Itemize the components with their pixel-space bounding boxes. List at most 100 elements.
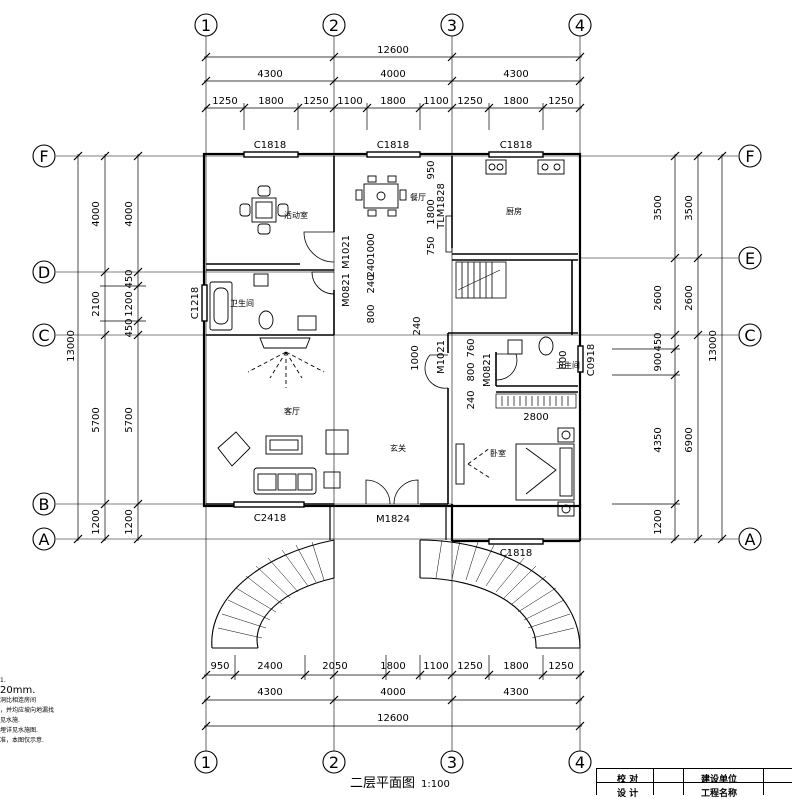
room-label-dining: 餐厅 — [410, 193, 426, 202]
title-block-checker: 校 对 — [617, 775, 639, 785]
dim-left-inner-4: 450 — [124, 318, 135, 337]
dim-int-1800: 1800 — [426, 199, 437, 224]
dim-top-bay-1: 4300 — [257, 69, 282, 80]
dim-top-win-5: 1800 — [380, 96, 405, 107]
note-line-1: 1. — [0, 677, 6, 684]
dim-top-bay-3: 4300 — [503, 69, 528, 80]
dim-int-800b: 800 — [466, 362, 477, 381]
axis-label-A-right: A — [745, 530, 756, 549]
dim-int-240a: 240 — [366, 258, 377, 277]
dim-int-240c: 240 — [412, 316, 423, 335]
door-label-m1021-2: M1021 — [436, 340, 447, 374]
note-line-6: 埋详见水施图. — [0, 727, 38, 734]
note-line-5: 见水施. — [0, 717, 20, 724]
window-label-c1818-3: C1818 — [500, 140, 532, 151]
axis-bubble-4-bottom — [568, 750, 592, 774]
room-label-bedroom: 卧室 — [490, 448, 506, 458]
drawing-title-name: 二层平面图 — [350, 776, 416, 791]
axis-bubble-C-right — [738, 323, 762, 347]
dim-right-inner-5: 4350 — [653, 427, 664, 452]
drawing-title-scale: 1:100 — [421, 779, 450, 790]
axis-label-A-left: A — [39, 530, 50, 549]
axis-label-E-right: E — [745, 249, 755, 268]
dim-left-inner-5: 5700 — [124, 407, 135, 432]
axis-bubble-3-top — [440, 13, 464, 37]
dim-bottom-win-6: 1250 — [457, 661, 482, 672]
axis-bubble-4-top — [568, 13, 592, 37]
dim-right-outer-1: 3500 — [684, 195, 695, 220]
room-label-activity: 活动室 — [284, 210, 308, 220]
door-label-m1021-1: M1021 — [341, 235, 352, 269]
dim-right-inner-4: 900 — [653, 352, 664, 371]
axis-label-C-right: C — [744, 326, 755, 345]
design-notes: 1. 20mm. 洞比相连房间 ，并均应坡向地漏找 见水施. 埋详见水施图. 准… — [0, 676, 150, 746]
dim-bottom-win-2: 2400 — [257, 661, 282, 672]
dim-bottom-bay-3: 4300 — [503, 687, 528, 698]
axis-bubble-C-left — [32, 323, 56, 347]
dim-right-inner-6: 1200 — [653, 509, 664, 534]
room-label-bath-1: 卫生间 — [230, 298, 254, 308]
drawing-title: 二层平面图 1:100 — [350, 772, 450, 791]
door-label-m1824: M1824 — [376, 514, 410, 525]
axis-label-F-left: F — [39, 147, 48, 166]
axis-bubble-A-right — [738, 527, 762, 551]
dim-left-inner-2: 450 — [124, 269, 135, 288]
dim-left-total: 13000 — [66, 330, 77, 362]
dim-int-2800: 2800 — [523, 412, 548, 423]
axis-bubble-3-bottom — [440, 750, 464, 774]
dim-int-1000a: 1000 — [366, 233, 377, 258]
room-label-foyer: 玄关 — [390, 443, 406, 453]
axis-label-4-bottom: 4 — [575, 753, 585, 772]
axis-bubble-E-right — [738, 246, 762, 270]
dim-bottom-total: 12600 — [377, 713, 409, 724]
dim-bottom-bay-1: 4300 — [257, 687, 282, 698]
window-label-c1218: C1218 — [190, 287, 201, 319]
dim-top-win-6: 1100 — [423, 96, 448, 107]
dim-bottom-win-5: 1100 — [423, 661, 448, 672]
title-block: 校 对 设 计 建设单位 工程名称 — [596, 768, 792, 799]
axis-label-4-top: 4 — [575, 16, 585, 35]
dim-left-outer-4: 1200 — [91, 509, 102, 534]
axis-bubble-A-left — [32, 527, 56, 551]
axis-label-3-bottom: 3 — [447, 753, 457, 772]
room-label-living: 客厅 — [284, 406, 300, 416]
dim-right-inner-3: 450 — [653, 332, 664, 351]
note-line-7: 准，本图仅示意. — [0, 737, 44, 744]
axis-label-D-left: D — [38, 263, 50, 282]
axis-bubble-F-left — [32, 144, 56, 168]
dim-left-outer-1: 4000 — [91, 201, 102, 226]
dim-bottom-win-7: 1800 — [503, 661, 528, 672]
axis-bubble-2-bottom — [322, 750, 346, 774]
window-label-c1818-4: C1818 — [500, 548, 532, 559]
dim-right-inner-2: 2600 — [653, 285, 664, 310]
dim-bottom-win-8: 1250 — [548, 661, 573, 672]
dim-top-win-1: 1250 — [212, 96, 237, 107]
dim-top-win-4: 1100 — [337, 96, 362, 107]
dim-int-800c: 800 — [558, 350, 569, 369]
dim-top-bay-2: 4000 — [380, 69, 405, 80]
dim-top-total: 12600 — [377, 45, 409, 56]
title-block-client: 建设单位 — [701, 775, 738, 785]
door-label-tlm1828: TLM1828 — [436, 183, 447, 230]
axis-bubble-1-bottom — [194, 750, 218, 774]
axis-label-2-bottom: 2 — [329, 753, 339, 772]
dim-top-win-9: 1250 — [548, 96, 573, 107]
dim-top-win-3: 1250 — [303, 96, 328, 107]
window-label-c0918: C0918 — [586, 344, 597, 376]
dim-top-win-8: 1800 — [503, 96, 528, 107]
dim-int-750: 750 — [426, 236, 437, 255]
dim-int-1000b: 1000 — [410, 345, 421, 370]
dim-top-win-7: 1250 — [457, 96, 482, 107]
dim-right-total: 13000 — [708, 330, 719, 362]
axis-label-3-top: 3 — [447, 16, 457, 35]
dim-int-240b: 240 — [366, 274, 377, 293]
dim-right-outer-3: 6900 — [684, 427, 695, 452]
note-line-4: ，并均应坡向地漏找 — [0, 707, 55, 714]
axis-bubble-D-left — [32, 260, 56, 284]
axis-label-2-top: 2 — [329, 16, 339, 35]
dim-int-240d: 240 — [466, 390, 477, 409]
window-label-c2418: C2418 — [254, 513, 286, 524]
title-block-project: 工程名称 — [701, 789, 738, 799]
dim-left-inner-1: 4000 — [124, 201, 135, 226]
